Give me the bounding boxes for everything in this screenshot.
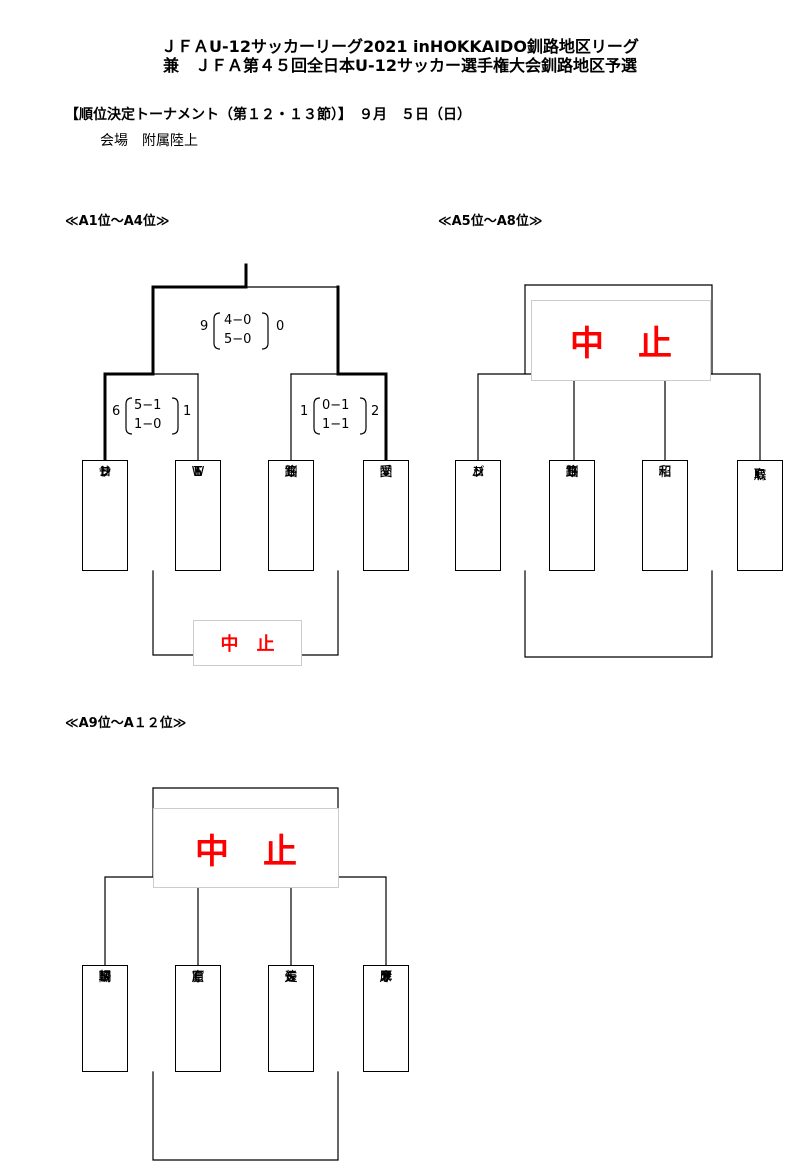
a5-a8-cancelled-label: 中 止 [531, 300, 711, 381]
semifinal-1-first-half: 5−1 [134, 398, 162, 413]
semifinal-2-first-half: 0−1 [322, 398, 350, 413]
team-name-glyph: C [286, 465, 296, 480]
team-name-glyph: E [193, 465, 203, 480]
team-box: コンバット [455, 460, 501, 571]
venue-label: 会場 附属陸上 [100, 133, 198, 149]
team-name-glyph: 遠 [284, 970, 298, 985]
semifinal-2-brackets [313, 397, 367, 435]
a9-a12-cancelled-label: 中 止 [153, 808, 339, 888]
semifinal-1-left: 6 [112, 404, 121, 419]
semifinal-1-brackets [125, 397, 179, 435]
semifinal-2-right: 2 [371, 404, 380, 419]
team-name-glyph: S [193, 465, 203, 480]
team-box: 昭和 [642, 460, 688, 571]
team-name-glyph: 路 [565, 465, 579, 480]
section-label-a9-a12: ≪A9位～A１２位≫ [65, 716, 187, 731]
semifinal-1-right: 1 [183, 404, 192, 419]
team-name-glyph: コ [471, 465, 485, 480]
team-name-glyph: C [755, 468, 765, 483]
team-name-glyph: S [100, 970, 110, 985]
team-name-glyph: ト [471, 465, 485, 480]
team-name-glyph: F [194, 970, 202, 985]
document-title-line2: 兼 ＪＦＡ第４５回全日本U-12サッカー選手権大会釧路地区予選 [163, 56, 637, 75]
team-name-glyph: 陽 [98, 970, 112, 985]
team-name-glyph: 鳥 [753, 468, 767, 483]
team-name-glyph: ー [98, 465, 112, 480]
team-name-glyph: C [567, 465, 577, 480]
team-name-glyph: 取 [753, 468, 767, 483]
team-name-glyph: ト [379, 970, 393, 985]
third-place-cancelled-label: 中 止 [193, 620, 302, 666]
team-name-glyph: V [381, 465, 391, 480]
team-name-glyph: レ [98, 465, 112, 480]
team-name-glyph: バ [471, 465, 485, 480]
team-name-glyph: 愛 [379, 465, 393, 480]
team-name-glyph: ン [98, 465, 112, 480]
final-score-brackets [213, 312, 269, 350]
semifinal-1-score: 6 5−1 1−0 1 [112, 396, 202, 436]
team-name-glyph: S [567, 465, 577, 480]
team-box: 厚岸オストラ [363, 965, 409, 1072]
semifinal-2-second-half: 1−1 [322, 417, 350, 432]
section-label-a5-a8: ≪A5位～A8位≫ [438, 214, 543, 229]
semifinal-2-left: 1 [300, 404, 309, 419]
team-name-glyph: C [193, 970, 203, 985]
tournament-subtitle: 【順位決定トーナメント（第１２・１３節）】 ９月 ５日（日） [65, 107, 471, 123]
team-name-glyph: ン [471, 465, 485, 480]
team-name-glyph: 富 [191, 970, 205, 985]
team-name-glyph: T [194, 465, 202, 480]
team-name: 昭和 [643, 465, 687, 562]
semifinal-2-score: 1 0−1 1−1 2 [300, 396, 390, 436]
team-name-glyph: 釧 [565, 465, 579, 480]
team-name-glyph: 矢 [284, 970, 298, 985]
team-name-glyph: S [100, 970, 110, 985]
team-name-glyph: 厚 [379, 970, 393, 985]
team-name-glyph: S [286, 465, 296, 480]
document-title-line1: ＪＦＡU-12サッカーリーグ2021 inHOKKAIDO釧路地区リーグ [161, 37, 639, 56]
team-box: コンサドーレ [82, 460, 128, 571]
team-name-glyph: 和 [658, 465, 672, 480]
team-name-glyph: F [756, 468, 764, 483]
team-name-glyph: D [566, 465, 577, 480]
team-name-glyph: 岸 [379, 970, 393, 985]
team-name-glyph: S [286, 970, 296, 985]
team-name-glyph: 原 [191, 970, 205, 985]
team-name-glyph: W [191, 465, 205, 480]
final-score-right: 0 [276, 319, 285, 334]
team-name-glyph: ス [379, 970, 393, 985]
team-name-glyph: ・ [191, 465, 205, 480]
team-name-glyph: サ [98, 465, 112, 480]
team-name-glyph: S [286, 970, 296, 985]
team-name-glyph: コ [98, 465, 112, 480]
final-score-second-half: 5−0 [224, 332, 252, 347]
team-name-glyph: 釧 [284, 465, 298, 480]
team-name-glyph: M [99, 970, 111, 985]
team-name-glyph: ッ [471, 465, 485, 480]
final-score-first-half: 4−0 [224, 313, 252, 328]
team-name-glyph: 国 [379, 465, 393, 480]
team-name-glyph: 路 [284, 465, 298, 480]
team-name-glyph: T [194, 465, 202, 480]
semifinal-1-second-half: 1−0 [134, 417, 162, 432]
team-name-glyph: ド [98, 465, 112, 480]
section-label-a1-a4: ≪A1位～A4位≫ [65, 214, 170, 229]
team-name-glyph: 朝 [98, 970, 112, 985]
final-score: 9 4−0 5−0 0 [200, 311, 290, 351]
team-name-glyph: オ [379, 970, 393, 985]
team-name-glyph: C [286, 970, 296, 985]
final-score-left: 9 [200, 319, 209, 334]
team-name-glyph: ラ [379, 970, 393, 985]
team-name-glyph: 昭 [658, 465, 672, 480]
